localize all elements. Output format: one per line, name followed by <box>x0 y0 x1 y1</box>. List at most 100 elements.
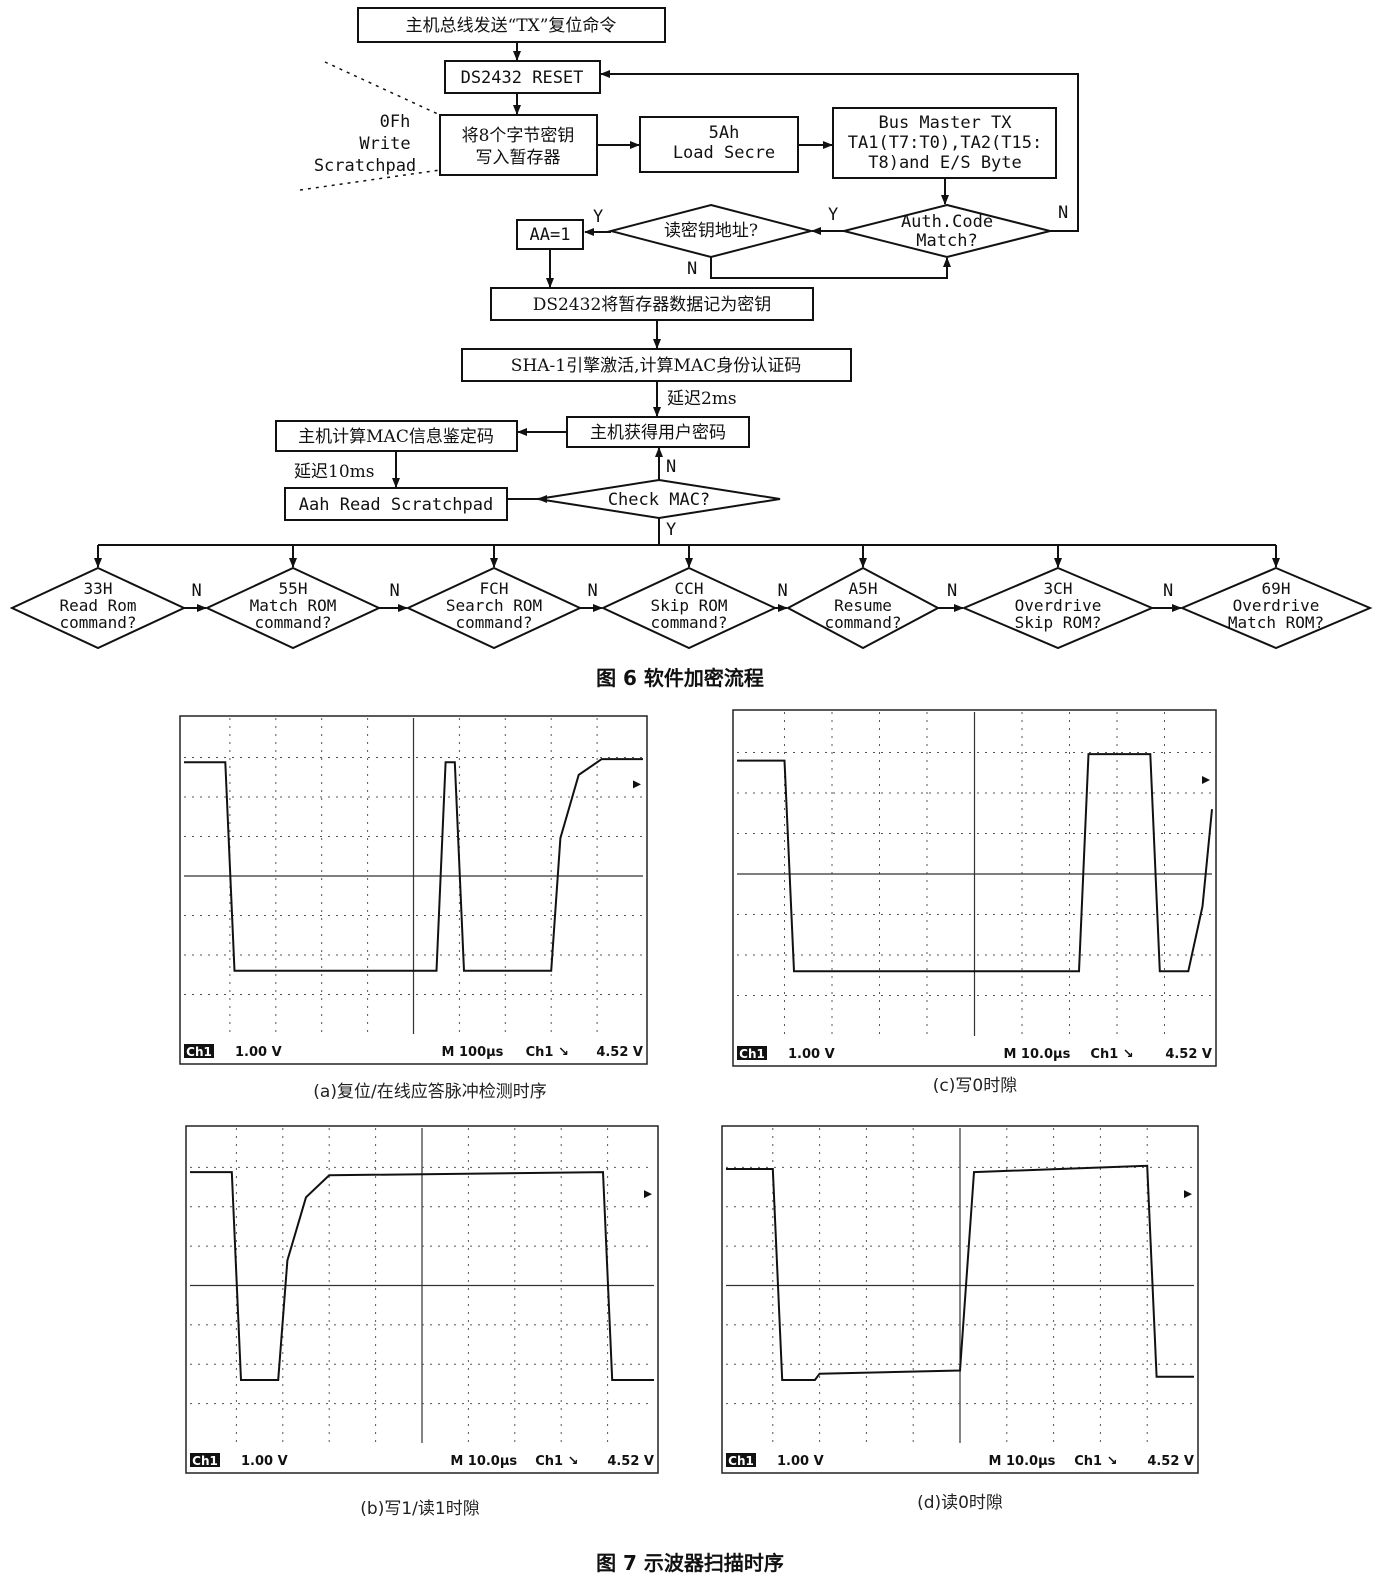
rom-command-1-line2: command? <box>254 613 331 632</box>
reset-box: DS2432 RESET <box>444 60 601 94</box>
load-secret-box: 5Ah Load Secre <box>639 116 799 173</box>
store-key-box: DS2432将暂存器数据记为密钥 <box>490 287 814 321</box>
figure7-caption: 图 7 示波器扫描时序 <box>596 1551 784 1575</box>
scope-d-trig: Ch1 ↘ <box>1074 1454 1117 1469</box>
scope-b-trig: Ch1 ↘ <box>535 1454 578 1469</box>
sha1-label: SHA-1引擎激活,计算MAC身份认证码 <box>511 356 801 376</box>
waveform-trace-a <box>184 758 643 972</box>
trigger-level-marker <box>633 780 641 789</box>
scope-c-ch: Ch1 <box>739 1047 765 1061</box>
rom-command-2-line0: FCH <box>480 579 509 598</box>
sha1-box: SHA-1引擎激活,计算MAC身份认证码 <box>461 348 852 382</box>
rom-command-6-line1: Overdrive <box>1233 596 1320 615</box>
waveform-trace-b <box>190 1171 654 1381</box>
rom-no-label-1: N <box>390 581 400 601</box>
store-key-label: DS2432将暂存器数据记为密钥 <box>533 295 772 315</box>
rom-command-4-line2: command? <box>824 613 901 632</box>
scope-a-caption: (a)复位/在线应答脉冲检测时序 <box>313 1082 546 1102</box>
load-secret-line2: Load Secre <box>673 143 775 163</box>
scope-b-ch: Ch1 <box>192 1454 218 1468</box>
rom-no-label-4: N <box>947 581 957 601</box>
reset-label: DS2432 RESET <box>461 68 584 88</box>
check-mac-label: Check MAC? <box>608 490 710 510</box>
trigger-level-marker <box>1184 1190 1192 1199</box>
rom-command-6-line0: 69H <box>1262 579 1291 598</box>
read-key-addr-label: 读密钥地址? <box>664 221 758 241</box>
rom-command-5-line1: Overdrive <box>1015 596 1102 615</box>
rom-command-3-line1: Skip ROM <box>650 596 727 615</box>
rom-command-1-line0: 55H <box>279 579 308 598</box>
aa-box: AA=1 <box>516 219 584 250</box>
rom-command-6-line2: Match ROM? <box>1228 613 1324 632</box>
write-secret-box: 将8个字节密钥 写入暂存器 <box>439 114 598 176</box>
check-mac-yes-label: Y <box>666 520 676 540</box>
rom-command-0-line1: Read Rom <box>59 596 136 615</box>
scope-d-caption: (d)读0时隙 <box>917 1493 1003 1513</box>
rom-no-label-2: N <box>588 581 598 601</box>
delay-10ms-label: 延迟10ms <box>294 462 374 482</box>
scope-c-volts: 1.00 V <box>788 1047 835 1062</box>
scope-c-trig: Ch1 ↘ <box>1090 1047 1133 1062</box>
rom-command-3-line2: command? <box>650 613 727 632</box>
auth-code-line1: Auth.Code <box>901 212 993 232</box>
scope-panel-b: Ch1 1.00 V M 10.0μs Ch1 ↘ 4.52 V (b)写1/读1时隙 <box>185 1125 659 1519</box>
rom-command-2-line1: Search ROM <box>446 596 542 615</box>
host-get-key-box: 主机获得用户密码 <box>566 416 750 448</box>
scope-c-level: 4.52 V <box>1165 1047 1212 1062</box>
rom-command-1-line1: Match ROM <box>250 596 337 615</box>
scope-b-caption: (b)写1/读1时隙 <box>360 1499 479 1519</box>
scope-a-level: 4.52 V <box>596 1045 643 1060</box>
rom-command-5-line0: 3CH <box>1044 579 1073 598</box>
host-calc-mac-label: 主机计算MAC信息鉴定码 <box>298 427 494 447</box>
scope-a-ch: Ch1 <box>186 1045 212 1059</box>
flowchart: 主机总线发送“TX”复位命令 DS2432 RESET 0Fh Write Sc… <box>9 7 1373 650</box>
bus-master-line3: T8)and E/S Byte <box>868 153 1022 173</box>
scope-c-timebase: M 10.0μs <box>1003 1047 1070 1062</box>
write-secret-line1: 将8个字节密钥 <box>462 126 575 146</box>
trigger-level-marker <box>1202 776 1210 785</box>
rom-command-0-line0: 33H <box>84 579 113 598</box>
aa-label: AA=1 <box>530 225 571 245</box>
read-key-addr-diamond: 读密钥地址? <box>607 203 815 259</box>
load-secret-line1: 5Ah <box>709 123 740 143</box>
figure6-caption: 图 6 软件加密流程 <box>596 666 764 690</box>
scope-b-volts: 1.00 V <box>241 1454 288 1469</box>
check-mac-diamond: Check MAC? <box>537 478 781 520</box>
auth-yes-label: Y <box>828 205 838 225</box>
write-side-label-1: 0Fh <box>380 112 411 132</box>
scope-a-volts: 1.00 V <box>235 1045 282 1060</box>
scope-d-volts: 1.00 V <box>777 1454 824 1469</box>
write-side-label-3: Scratchpad <box>314 156 416 176</box>
rom-no-label-0: N <box>192 581 202 601</box>
waveform-trace-d <box>726 1164 1194 1381</box>
rom-no-label-3: N <box>778 581 788 601</box>
waveform-trace-c <box>737 753 1213 973</box>
scope-a-trig: Ch1 ↘ <box>526 1045 569 1060</box>
scope-b-level: 4.52 V <box>607 1454 654 1469</box>
bus-master-box: Bus Master TX TA1(T7:T0),TA2(T15: T8)and… <box>832 107 1057 179</box>
write-secret-line2: 写入暂存器 <box>476 148 561 168</box>
scope-b-timebase: M 10.0μs <box>450 1454 517 1469</box>
read-key-no-label: N <box>687 259 697 279</box>
write-side-label-2: Write <box>359 134 410 154</box>
rom-command-4-line0: A5H <box>849 579 878 598</box>
scope-d-ch: Ch1 <box>728 1454 754 1468</box>
trigger-level-marker <box>644 1190 652 1199</box>
start-box: 主机总线发送“TX”复位命令 <box>357 7 666 43</box>
auth-code-diamond: Auth.Code Match? <box>843 203 1051 259</box>
rom-command-0-line2: command? <box>59 613 136 632</box>
read-scratchpad-box: Aah Read Scratchpad <box>284 487 508 521</box>
